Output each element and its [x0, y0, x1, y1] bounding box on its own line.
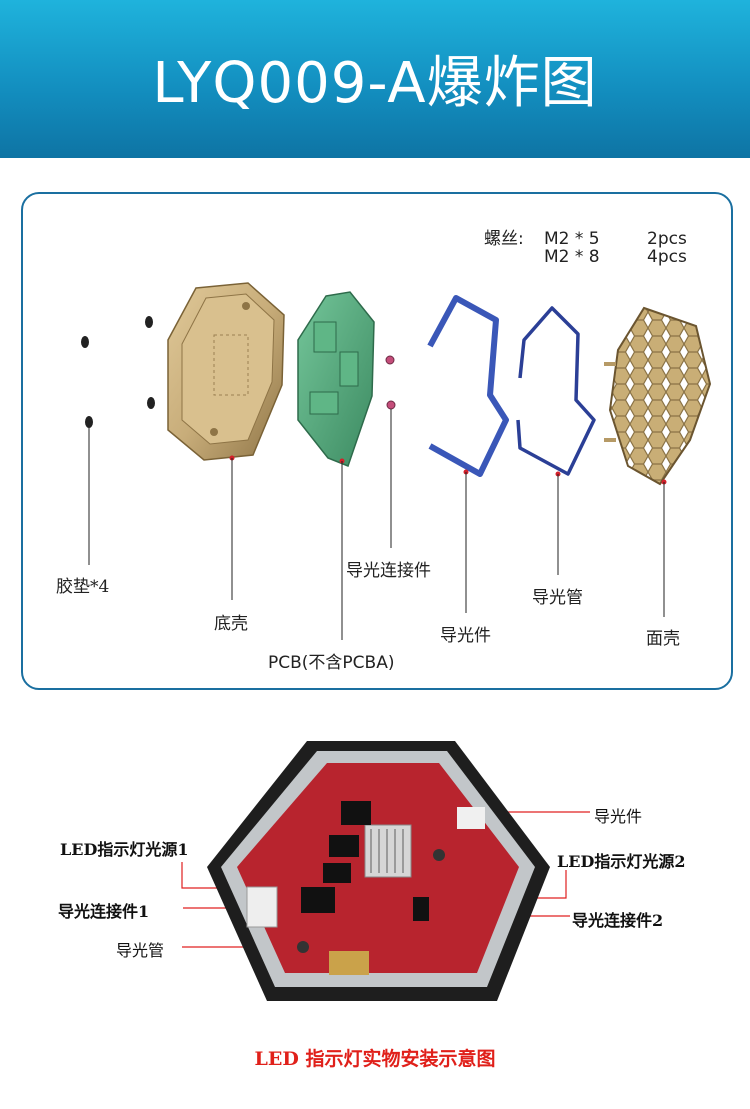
light-connector-part: [385, 355, 396, 410]
photo-label-led-source-2: LED指示灯光源2: [557, 852, 686, 871]
screw-qty-2: 4pcs: [647, 247, 687, 267]
photo-label-led-source-1: LED指示灯光源1: [60, 840, 189, 859]
pcb-part: [297, 291, 375, 467]
label-bottom-shell: 底壳: [214, 614, 248, 634]
screw-spec: 螺丝: M2 * 5 2pcs M2 * 8 4pcs: [484, 230, 687, 266]
page-title: LYQ009-A爆炸图: [152, 51, 598, 116]
light-guide-part: [427, 295, 509, 477]
photo-caption: LED 指示灯实物安装示意图: [254, 1048, 496, 1070]
label-pads: 胶垫*4: [56, 577, 110, 597]
screw-qty-1: 2pcs: [647, 229, 687, 249]
photo-label-connector-2: 导光连接件2: [572, 911, 664, 930]
screw-size-1: M2 * 5: [544, 229, 600, 249]
label-light-connector: 导光连接件: [346, 561, 431, 581]
title-banner: LYQ009-A爆炸图: [0, 0, 750, 158]
label-pcb: PCB(不含PCBA): [268, 653, 395, 673]
bottom-shell-part: [167, 282, 285, 461]
label-light-guide: 导光件: [440, 626, 491, 646]
label-light-pipe: 导光管: [532, 588, 583, 608]
face-shell-part: [604, 306, 712, 486]
rubber-pads: [81, 316, 155, 428]
photo-label-pipe: 导光管: [116, 941, 165, 960]
screw-label: 螺丝:: [484, 229, 524, 249]
label-face-shell: 面壳: [646, 629, 680, 649]
leader-lines: [88, 409, 665, 640]
photo-label-light-guide: 导光件: [594, 807, 643, 826]
light-pipe-part: [516, 306, 596, 477]
screw-size-2: M2 * 8: [544, 247, 600, 267]
photo-label-connector-1: 导光连接件1: [58, 902, 150, 921]
device-photo: [207, 741, 550, 1001]
